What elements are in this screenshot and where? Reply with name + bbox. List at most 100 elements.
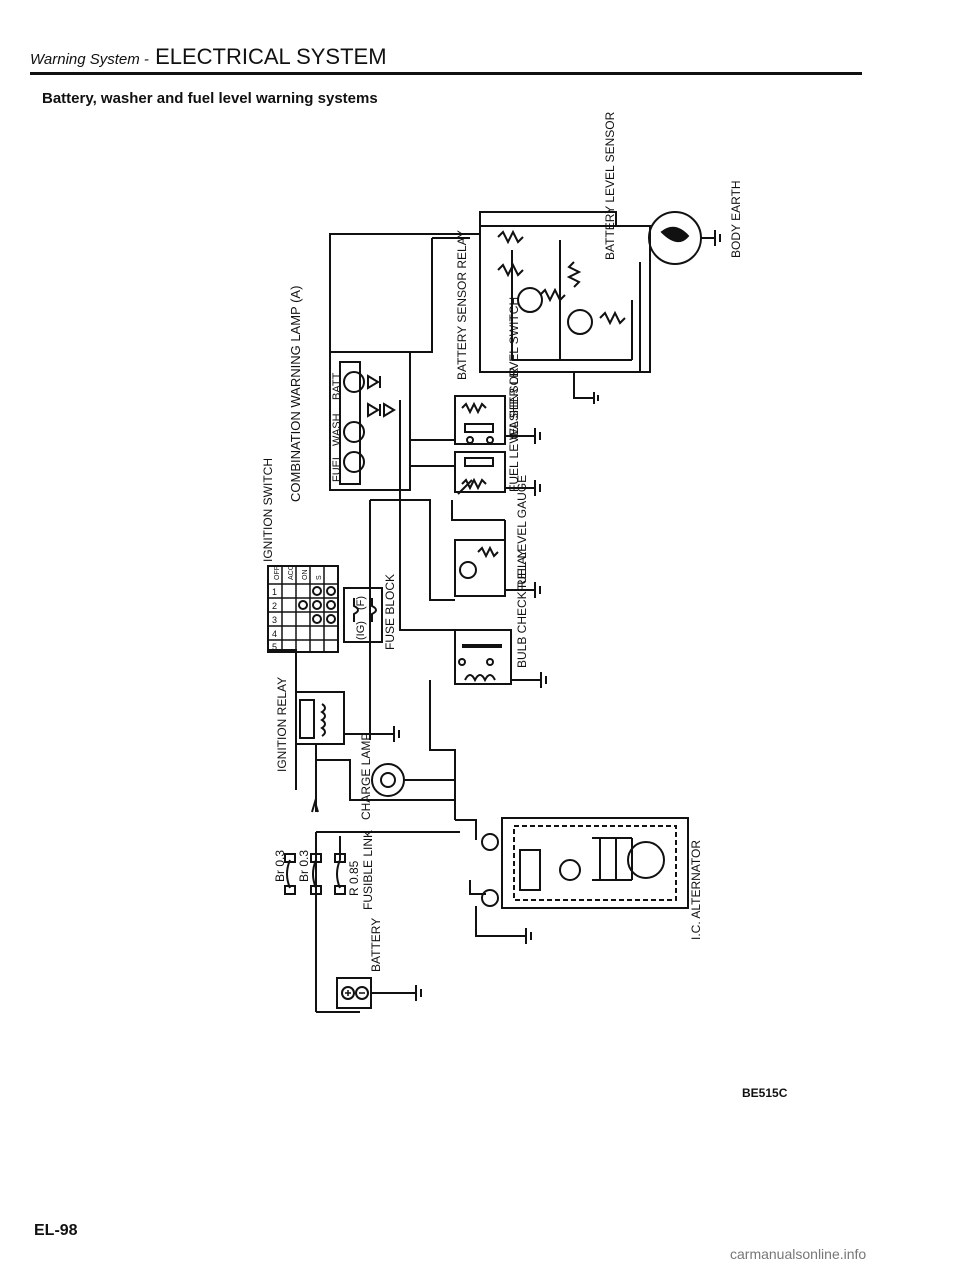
bulb-relay-contact-1 bbox=[458, 658, 466, 666]
bulb-relay-coil bbox=[464, 674, 496, 683]
wash-lamp-bulb bbox=[343, 421, 365, 443]
switch-node-a bbox=[312, 586, 322, 596]
wash-diodes bbox=[367, 402, 396, 418]
ignition-relay-contact bbox=[299, 699, 315, 739]
combination-lamp-box bbox=[329, 351, 411, 491]
washer-float bbox=[464, 423, 494, 433]
battery-feed-wire bbox=[315, 831, 460, 1013]
link-terminal-1 bbox=[284, 853, 296, 863]
bulb-relay-ground bbox=[511, 672, 547, 688]
relay-internal-wiring bbox=[511, 240, 633, 361]
link-terminal-6 bbox=[334, 885, 346, 895]
sensor-probe bbox=[660, 226, 690, 243]
alternator-ground bbox=[475, 906, 532, 944]
washer-switch-label: WASHER LEVEL SWITCH bbox=[507, 297, 521, 440]
washer-contact-1 bbox=[466, 436, 474, 444]
ignition-switch-label: IGNITION SWITCH bbox=[261, 458, 275, 562]
relay-ground bbox=[573, 372, 599, 404]
bulb-relay-to-alternator-wire bbox=[429, 680, 477, 840]
battery-ground bbox=[371, 985, 422, 1001]
fuel-lamp-bulb bbox=[343, 451, 365, 473]
switch-col-acc: ACC bbox=[288, 565, 295, 580]
alternator-stator bbox=[627, 841, 665, 879]
battery-polarity-marks bbox=[345, 990, 365, 996]
alternator-brush bbox=[519, 849, 541, 891]
fusible-link-label: FUSIBLE LINK bbox=[361, 830, 375, 910]
bulb-relay-contact-2 bbox=[486, 658, 494, 666]
link-label-2: Br 0.3 bbox=[297, 850, 311, 882]
lamp-wash-label: WASH bbox=[331, 413, 343, 446]
fuel-gauge-box bbox=[454, 539, 506, 597]
switch-node-f bbox=[312, 614, 322, 624]
washer-resistor bbox=[461, 401, 487, 415]
fuse-block-label: FUSE BLOCK bbox=[383, 574, 397, 650]
switch-col-s: S bbox=[316, 575, 323, 580]
alternator-box bbox=[501, 817, 689, 909]
fuel-gauge-coil bbox=[477, 545, 499, 559]
lamp-to-sensor-wires bbox=[399, 400, 455, 631]
fusible-link-wires bbox=[286, 859, 341, 889]
ignition-switch-grid bbox=[268, 566, 338, 652]
battery-sensor-relay-label: BATTERY SENSOR RELAY bbox=[455, 230, 469, 380]
sensor-to-gauge-wire bbox=[451, 500, 506, 540]
switch-node-c bbox=[298, 600, 308, 610]
body-earth-label: BODY EARTH bbox=[729, 180, 743, 258]
switch-node-e bbox=[326, 600, 336, 610]
fuse-block-box bbox=[343, 587, 383, 643]
fuel-sensor-float bbox=[464, 457, 494, 467]
bulb-check-relay-label: BULB CHECK RELAY bbox=[515, 550, 529, 668]
switch-node-d bbox=[312, 600, 322, 610]
switch-col-on: ON bbox=[302, 570, 309, 581]
battery-level-sensor-label: BATTERY LEVEL SENSOR bbox=[603, 111, 617, 260]
fuse-f-label: (F) bbox=[355, 596, 367, 610]
ignition-relay-box bbox=[295, 691, 345, 745]
link-label-1: Br 0.3 bbox=[273, 850, 287, 882]
charge-lamp-bulb bbox=[371, 763, 405, 797]
fuse-elements bbox=[353, 598, 377, 622]
sensor-earth bbox=[701, 230, 721, 246]
sensor-wiring bbox=[479, 211, 641, 372]
ignition-feed-wire bbox=[369, 499, 455, 740]
alternator-regulator-outline bbox=[513, 825, 677, 901]
lamp-batt-label: BATT bbox=[331, 372, 343, 400]
relay-transistor-1 bbox=[517, 287, 543, 313]
charge-lamp-wires bbox=[316, 759, 456, 820]
relay-resistor-1 bbox=[497, 229, 524, 245]
diagram-subtitle: Battery, washer and fuel level warning s… bbox=[42, 90, 378, 107]
relay-resistor-4 bbox=[599, 310, 626, 326]
relay-resistor-5 bbox=[566, 261, 582, 288]
switch-row-4: 4 bbox=[272, 629, 277, 639]
alternator-terminal-b bbox=[481, 833, 499, 851]
switch-row-3: 3 bbox=[272, 615, 277, 625]
header-rule bbox=[30, 72, 862, 75]
battery-positive bbox=[341, 986, 355, 1000]
switch-row-2: 2 bbox=[272, 601, 277, 611]
relay-resistor-2 bbox=[497, 262, 524, 278]
alternator-label: I.C. ALTERNATOR bbox=[689, 840, 703, 940]
charge-lamp-label: CHARGE LAMP bbox=[359, 733, 373, 820]
lamp-fuel-label: FUEL bbox=[331, 454, 343, 482]
batt-diode bbox=[367, 374, 381, 390]
page-title: ELECTRICAL SYSTEM bbox=[155, 44, 387, 69]
washer-ground bbox=[505, 428, 541, 444]
regulator-transistor bbox=[559, 859, 581, 881]
batt-lamp-bulb bbox=[343, 371, 365, 393]
fuel-level-sensor-label: FUEL LEVEL SENSOR bbox=[507, 367, 521, 492]
fuel-gauge-label: FUEL LEVEL GAUGE bbox=[515, 475, 529, 592]
washer-contact-2 bbox=[486, 436, 494, 444]
fuse-ig-label: (IG) bbox=[355, 621, 367, 640]
link-terminal-4 bbox=[284, 885, 296, 895]
ignition-relay-wires bbox=[268, 649, 319, 813]
battery-negative bbox=[355, 986, 369, 1000]
bulb-check-relay-box bbox=[454, 629, 512, 685]
battery-label: BATTERY bbox=[369, 918, 383, 972]
fuel-gauge-ground bbox=[505, 582, 541, 598]
ignition-switch-table bbox=[267, 565, 339, 653]
alternator-diodes bbox=[592, 837, 633, 881]
ignition-relay-coil bbox=[320, 703, 326, 737]
relay-transistor-2 bbox=[567, 309, 593, 335]
lamp-to-relay-wires bbox=[329, 233, 480, 353]
switch-row-5: 5 bbox=[272, 642, 277, 652]
fuel-gauge-heater bbox=[459, 561, 477, 579]
